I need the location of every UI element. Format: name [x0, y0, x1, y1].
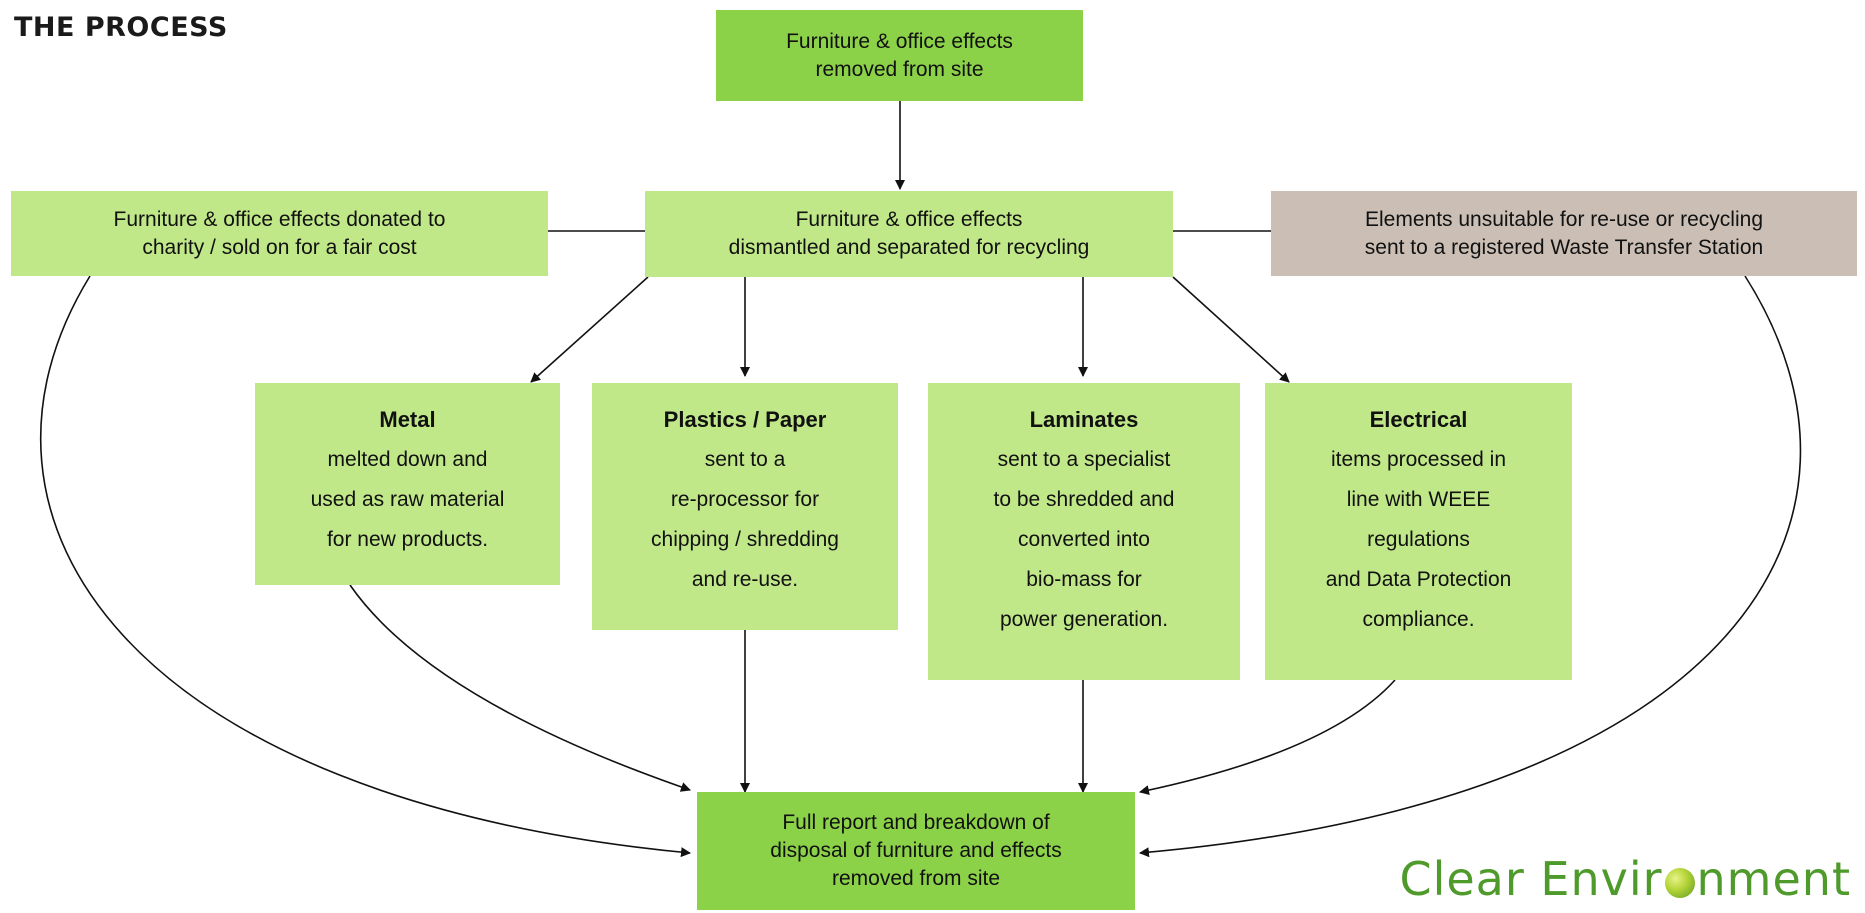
electrical-line: items processed in — [1330, 448, 1507, 471]
arrow-to-metal — [530, 276, 649, 383]
node-laminates: Laminates sent to a specialist to be shr… — [928, 383, 1240, 680]
plastics-heading: Plastics / Paper — [663, 407, 827, 432]
laminates-line: to be shredded and — [993, 488, 1175, 511]
plastics-line: re-processor for — [670, 488, 820, 511]
plastics-line: and re-use. — [691, 568, 799, 591]
electrical-line: regulations — [1367, 528, 1470, 551]
arrow-metal-to-report — [349, 584, 691, 792]
laminates-line: sent to a specialist — [997, 448, 1171, 471]
node-line: Furniture & office effects — [795, 208, 1023, 231]
node-unsuitable: Elements unsuitable for re-use or recycl… — [1271, 191, 1857, 276]
clear-environment-logo: Clear Envir nment — [1399, 852, 1851, 906]
logo-text-part2: nment — [1696, 852, 1851, 906]
node-line: removed from site — [831, 867, 1001, 890]
page-title: THE PROCESS — [14, 12, 228, 43]
logo-text-part1: Clear Envir — [1399, 852, 1663, 906]
node-donated: Furniture & office effects donated to ch… — [11, 191, 548, 276]
node-plastics-paper: Plastics / Paper sent to a re-processor … — [592, 383, 898, 630]
node-line: charity / sold on for a fair cost — [142, 235, 417, 259]
node-line: Furniture & office effects donated to — [113, 207, 446, 231]
arrow-unsuitable-to-report — [1139, 275, 1802, 858]
electrical-heading: Electrical — [1369, 407, 1468, 432]
node-line: removed from site — [815, 57, 984, 81]
node-line: Elements unsuitable for re-use or recycl… — [1364, 207, 1763, 231]
metal-line: melted down and — [327, 448, 488, 471]
node-dismantled: Furniture & office effects dismantled an… — [645, 191, 1173, 277]
node-metal: Metal melted down and used as raw materi… — [255, 383, 560, 585]
laminates-line: bio-mass for — [1026, 568, 1142, 591]
laminates-line: power generation. — [999, 608, 1169, 631]
arrow-to-electrical — [1172, 276, 1290, 383]
electrical-line: compliance. — [1362, 608, 1475, 631]
node-line: disposal of furniture and effects — [770, 839, 1062, 862]
node-electrical: Electrical items processed in line with … — [1265, 383, 1572, 680]
node-line: Furniture & office effects — [786, 29, 1013, 53]
plastics-line: chipping / shredding — [651, 528, 839, 551]
node-line: sent to a registered Waste Transfer Stat… — [1364, 235, 1764, 259]
plastics-line: sent to a — [704, 448, 786, 471]
electrical-line: line with WEEE — [1346, 488, 1491, 511]
metal-line: used as raw material — [310, 488, 505, 511]
node-line: Full report and breakdown of — [782, 811, 1050, 834]
globe-icon — [1664, 868, 1695, 898]
node-full-report: Full report and breakdown of disposal of… — [697, 792, 1135, 910]
node-removed-from-site: Furniture & office effects removed from … — [716, 10, 1083, 101]
arrow-electrical-to-report — [1139, 679, 1396, 796]
laminates-line: converted into — [1018, 528, 1150, 551]
arrow-donate-to-report — [39, 275, 691, 858]
metal-line: for new products. — [326, 528, 489, 551]
node-line: dismantled and separated for recycling — [728, 236, 1090, 259]
laminates-heading: Laminates — [1029, 407, 1139, 432]
electrical-line: and Data Protection — [1325, 568, 1512, 591]
metal-heading: Metal — [379, 407, 436, 432]
